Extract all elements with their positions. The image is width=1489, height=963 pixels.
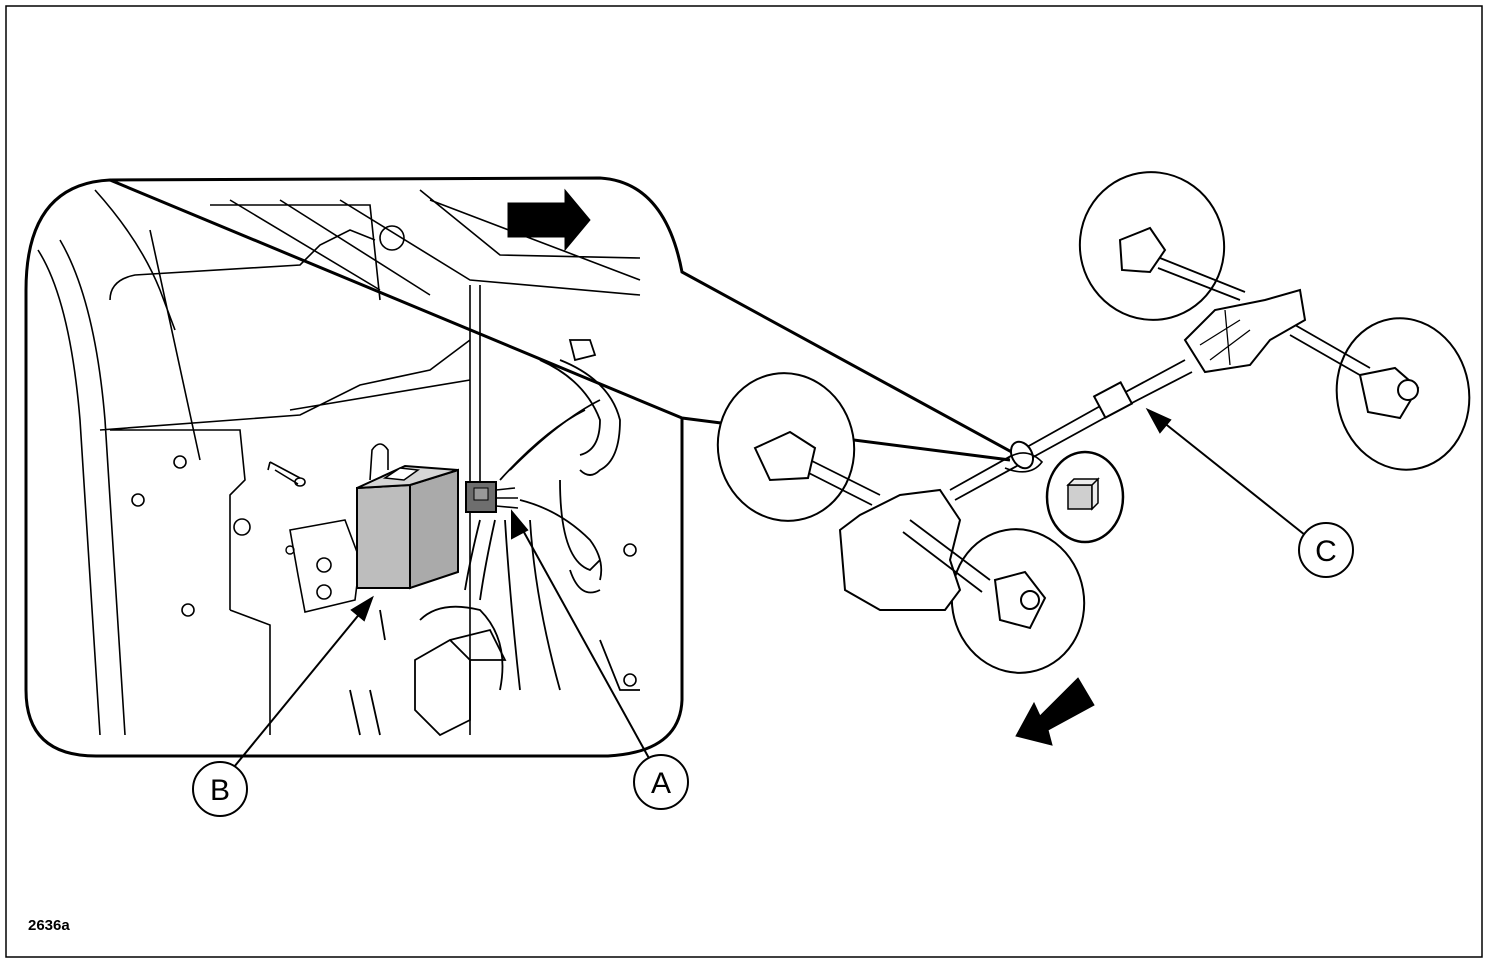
leader-a xyxy=(511,509,651,761)
mounting-stud xyxy=(267,461,301,485)
bracket-bolt-2 xyxy=(316,584,332,600)
body-hole-5 xyxy=(181,603,195,617)
callout-c: C xyxy=(1298,522,1354,578)
rear-halfshaft-upper xyxy=(1157,257,1246,301)
connector-wires xyxy=(495,487,519,509)
callout-a-label: A xyxy=(651,767,671,800)
body-hole-3 xyxy=(131,493,145,507)
forward-arrow-icon xyxy=(1015,677,1095,746)
body-hole-6 xyxy=(623,543,637,557)
module-hanger xyxy=(369,443,389,481)
module-body-side xyxy=(409,468,459,590)
body-hole-4 xyxy=(233,518,251,536)
front-hub-upper xyxy=(753,430,817,482)
sensor-detail xyxy=(1045,450,1125,544)
callout-b-label: B xyxy=(210,774,230,807)
leader-b xyxy=(233,595,374,768)
leader-c xyxy=(1145,407,1306,536)
sensor-mount-ring xyxy=(1004,452,1044,473)
callout-c-label: C xyxy=(1315,535,1337,568)
detail-inset xyxy=(24,176,1031,758)
callout-a: A xyxy=(633,754,689,810)
sensor-block-icon xyxy=(1067,484,1093,510)
module-top-clip xyxy=(382,467,421,481)
rear-differential xyxy=(1183,288,1307,374)
center-bearing xyxy=(1092,381,1134,419)
body-hole-2 xyxy=(173,455,187,469)
bracket-hole xyxy=(285,545,295,555)
control-module xyxy=(356,464,459,590)
propshaft-joint xyxy=(1009,440,1035,470)
rear-hub-upper xyxy=(1118,226,1167,274)
callout-b: B xyxy=(192,761,248,817)
module-body-front xyxy=(356,483,411,589)
front-halfshaft-lower xyxy=(902,519,991,593)
rear-halfshaft-lower xyxy=(1289,324,1371,379)
figure-border xyxy=(5,5,1483,958)
body-hole-1 xyxy=(379,225,405,251)
front-axle-housing xyxy=(838,488,962,611)
drivetrain xyxy=(716,171,1471,674)
module-bracket xyxy=(289,519,361,613)
direction-arrow-icon xyxy=(507,188,591,252)
body-hole-7 xyxy=(623,673,637,687)
bracket-bolt-1 xyxy=(316,557,332,573)
harness-connector xyxy=(465,481,519,513)
figure-id: 2636a xyxy=(28,917,70,934)
wiring-harness xyxy=(349,339,640,737)
